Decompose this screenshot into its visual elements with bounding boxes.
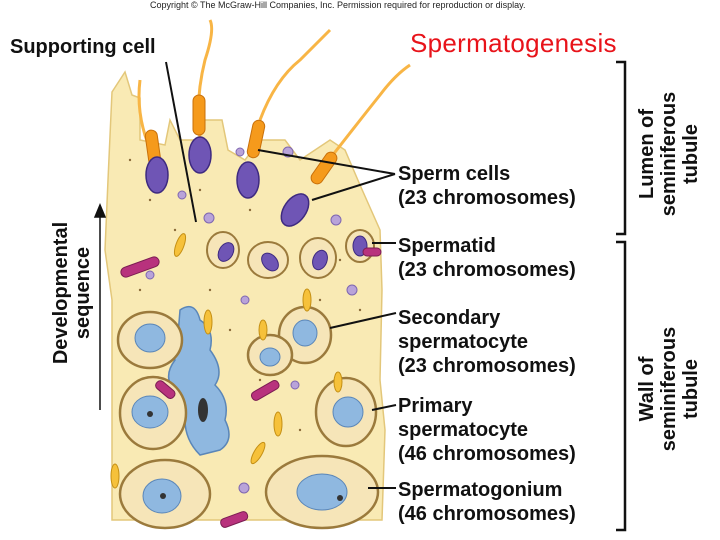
- spermatid-label: Spermatid (23 chromosomes): [398, 234, 576, 282]
- spermatogonium-title: Spermatogonium: [398, 479, 563, 501]
- secondary-chromosomes: (23 chromosomes): [398, 355, 576, 377]
- developmental-sequence-label: Developmental sequence: [50, 221, 94, 365]
- sperm-cells-chromosomes: (23 chromosomes): [398, 187, 576, 209]
- supporting-cell-pointer: [165, 61, 197, 223]
- developmental-arrow: [93, 203, 107, 410]
- sperm-cells-label: Sperm cells (23 chromosomes): [398, 162, 576, 210]
- spermatogonium-chromosomes: (46 chromosomes): [398, 503, 576, 525]
- wall-label: Wall of seminiferous tubule: [636, 326, 702, 452]
- supporting-cell-label: Supporting cell: [10, 36, 156, 58]
- primary-title-line2: spermatocyte: [398, 419, 529, 441]
- primary-title-line1: Primary: [398, 395, 473, 417]
- lumen-label: Lumen of seminiferous tubule: [636, 91, 702, 217]
- secondary-title-line1: Secondary: [398, 307, 501, 329]
- secondary-pointer: [329, 312, 397, 329]
- primary-chromosomes: (46 chromosomes): [398, 443, 576, 465]
- secondary-spermatocyte-label: Secondary spermatocyte (23 chromosomes): [398, 306, 576, 378]
- secondary-title-line2: spermatocyte: [398, 331, 529, 353]
- spermatogonium-label: Spermatogonium (46 chromosomes): [398, 478, 576, 526]
- lumen-bracket: [616, 60, 627, 236]
- primary-pointer: [371, 404, 397, 411]
- sperm-pointer-1: [257, 149, 396, 175]
- primary-spermatocyte-label: Primary spermatocyte (46 chromosomes): [398, 394, 576, 466]
- sperm-cells-title: Sperm cells: [398, 163, 511, 185]
- spermatid-title: Spermatid: [398, 235, 496, 257]
- spermatid-chromosomes: (23 chromosomes): [398, 259, 576, 281]
- diagram-title: Spermatogenesis: [410, 28, 617, 58]
- copyright-notice: Copyright © The McGraw-Hill Companies, I…: [150, 0, 526, 10]
- wall-bracket: [616, 240, 627, 532]
- sperm-pointer-2: [311, 173, 396, 201]
